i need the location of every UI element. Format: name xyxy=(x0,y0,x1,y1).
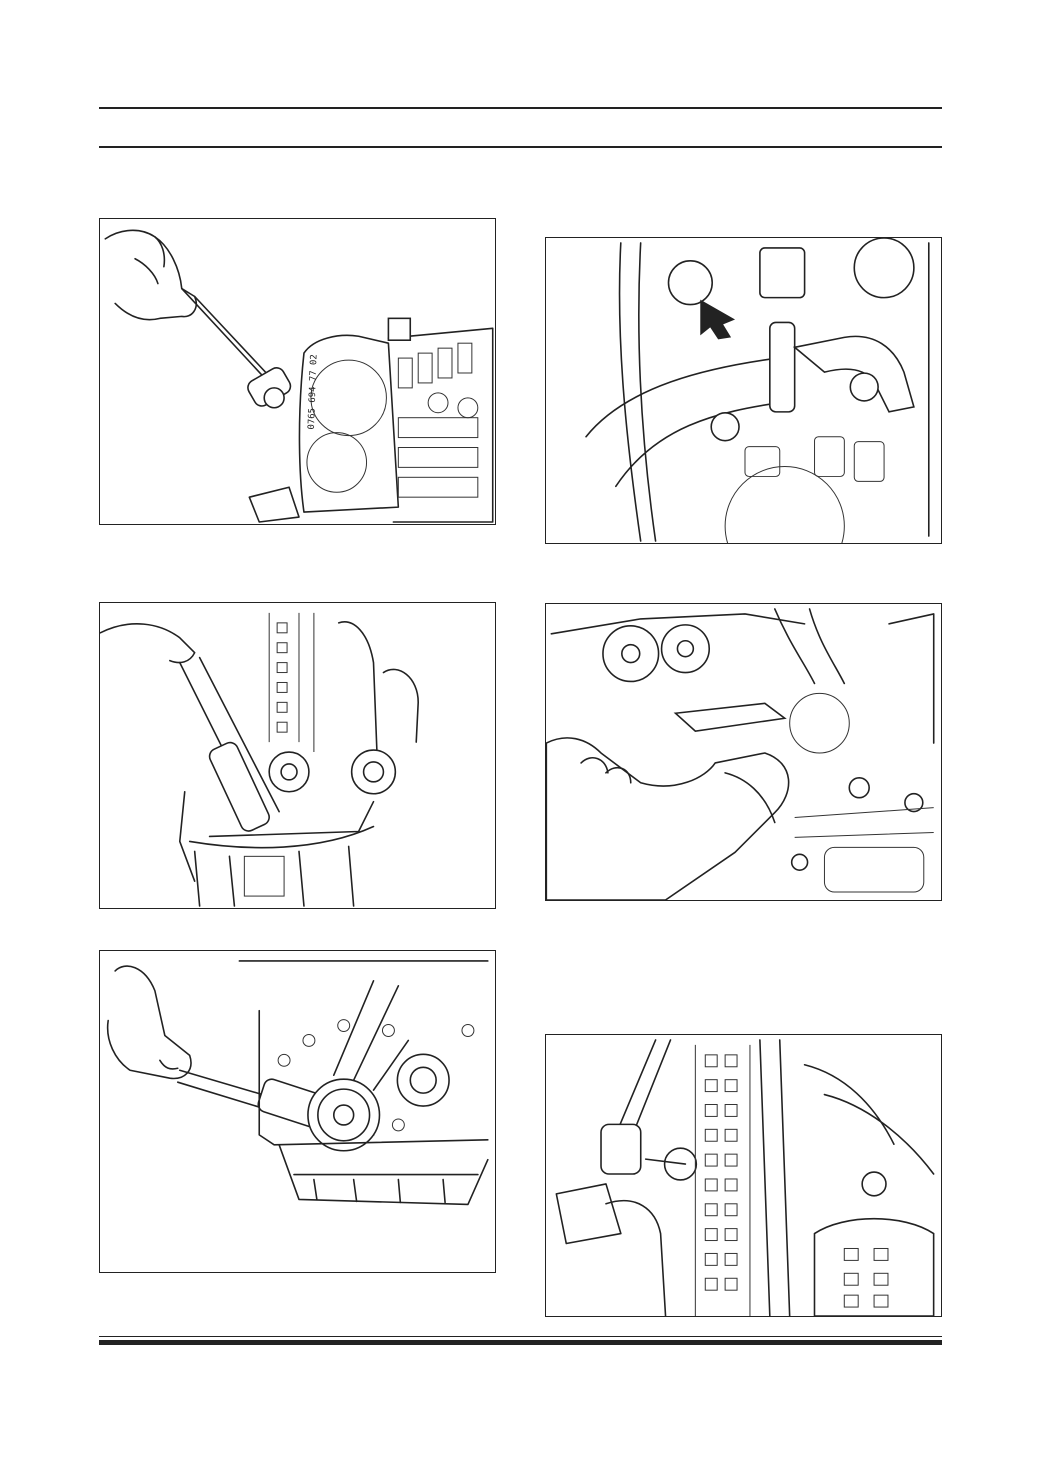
figure-3-belt-tensioner-tool xyxy=(99,602,496,909)
figure-4-hands-cam-tool xyxy=(545,603,942,901)
header-rule-top xyxy=(99,107,942,109)
figure-2-illustration xyxy=(585,238,930,543)
figure-1-part-stamp: 0765 694 77 02 xyxy=(307,354,320,430)
footer-rule-thin xyxy=(99,1336,942,1337)
footer-rule-thick xyxy=(99,1340,942,1345)
figure-3-illustration xyxy=(100,612,420,907)
footer-band xyxy=(99,1348,942,1378)
figure-6-illustration xyxy=(555,1039,935,1316)
figure-6-tensioner-pin xyxy=(545,1034,942,1317)
figure-5-illustration xyxy=(106,960,489,1206)
figure-2-arrow-clamp xyxy=(545,237,942,544)
figure-2-pointer-arrow xyxy=(700,299,736,340)
figure-1-illustration: 0765 694 77 02 xyxy=(104,229,494,523)
header-band xyxy=(99,110,942,146)
figure-5-flywheel-locking-tool xyxy=(99,950,496,1273)
figure-4-illustration xyxy=(546,608,935,900)
figure-1-wrench-timing-cover: 0765 694 77 02 xyxy=(99,218,496,525)
header-rule-bottom xyxy=(99,146,942,148)
